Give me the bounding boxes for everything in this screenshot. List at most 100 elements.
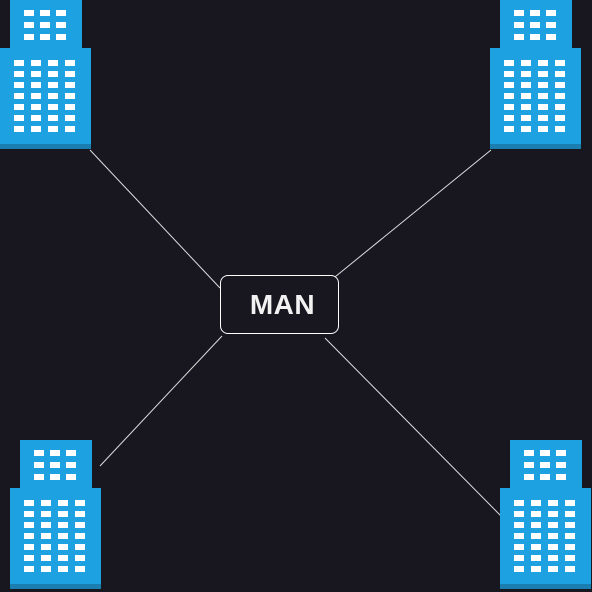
building-window (56, 10, 66, 16)
building-window (58, 511, 68, 517)
building-window (548, 533, 558, 539)
building-window (75, 533, 85, 539)
building-window (41, 566, 51, 572)
building-window (555, 104, 565, 110)
building-window (14, 93, 24, 99)
building-window (31, 93, 41, 99)
building-window (546, 34, 556, 40)
office-building-icon (10, 440, 101, 589)
building-window (555, 82, 565, 88)
building-window (538, 71, 548, 77)
building-window (48, 126, 58, 132)
building-window (41, 511, 51, 517)
building-window (65, 71, 75, 77)
building-window (75, 500, 85, 506)
building-window (565, 566, 575, 572)
building-window (48, 115, 58, 121)
building-window (504, 126, 514, 132)
building-window (521, 82, 531, 88)
building-base (490, 144, 581, 149)
building-window (58, 500, 68, 506)
building-window (556, 474, 566, 480)
building-window (50, 474, 60, 480)
building-window (530, 10, 540, 16)
building-window (75, 566, 85, 572)
building-window (521, 104, 531, 110)
building-window (65, 126, 75, 132)
building-window (546, 10, 556, 16)
building-window (24, 10, 34, 16)
building-window (24, 22, 34, 28)
building-window (555, 60, 565, 66)
building-window (56, 34, 66, 40)
building-base (500, 584, 591, 589)
building-window (14, 104, 24, 110)
building-window (555, 71, 565, 77)
building-window (14, 115, 24, 121)
building-window (565, 555, 575, 561)
building-window (514, 533, 524, 539)
building-window (565, 544, 575, 550)
building-window (514, 555, 524, 561)
building-window (31, 126, 41, 132)
building-window (504, 93, 514, 99)
building-window (548, 544, 558, 550)
building-window (41, 544, 51, 550)
building-window (531, 533, 541, 539)
building-window (65, 104, 75, 110)
office-building-icon (500, 440, 591, 589)
building-window (540, 462, 550, 468)
link-bottom-left (99, 335, 223, 467)
building-window (66, 450, 76, 456)
building-window (56, 22, 66, 28)
building-base (0, 144, 91, 149)
building-window (50, 462, 60, 468)
building-window (556, 462, 566, 468)
building-window (546, 22, 556, 28)
building-lower-block (0, 48, 91, 146)
building-window (40, 34, 50, 40)
building-window (24, 533, 34, 539)
building-window (555, 115, 565, 121)
building-window (504, 115, 514, 121)
building-window (531, 566, 541, 572)
building-window (521, 93, 531, 99)
building-window (65, 60, 75, 66)
building-window (540, 474, 550, 480)
building-window (514, 544, 524, 550)
building-window (538, 60, 548, 66)
building-window (531, 500, 541, 506)
building-window (48, 104, 58, 110)
building-window (40, 10, 50, 16)
man-label: MAN (249, 288, 316, 320)
building-window (521, 60, 531, 66)
building-window (65, 115, 75, 121)
building-window (75, 544, 85, 550)
building-window (524, 474, 534, 480)
building-window (75, 522, 85, 528)
building-window (24, 555, 34, 561)
building-window (548, 522, 558, 528)
building-window (58, 544, 68, 550)
building-window (514, 500, 524, 506)
building-window (548, 511, 558, 517)
building-window (530, 34, 540, 40)
building-window (514, 10, 524, 16)
building-window (41, 533, 51, 539)
building-window (14, 60, 24, 66)
building-window (555, 126, 565, 132)
building-window (31, 82, 41, 88)
office-building-icon (0, 0, 91, 149)
building-window (556, 450, 566, 456)
building-window (555, 93, 565, 99)
building-window (24, 34, 34, 40)
building-window (48, 60, 58, 66)
building-window (41, 555, 51, 561)
building-lower-block (10, 488, 101, 586)
building-window (504, 71, 514, 77)
building-base (10, 584, 101, 589)
building-window (504, 104, 514, 110)
building-window (41, 522, 51, 528)
